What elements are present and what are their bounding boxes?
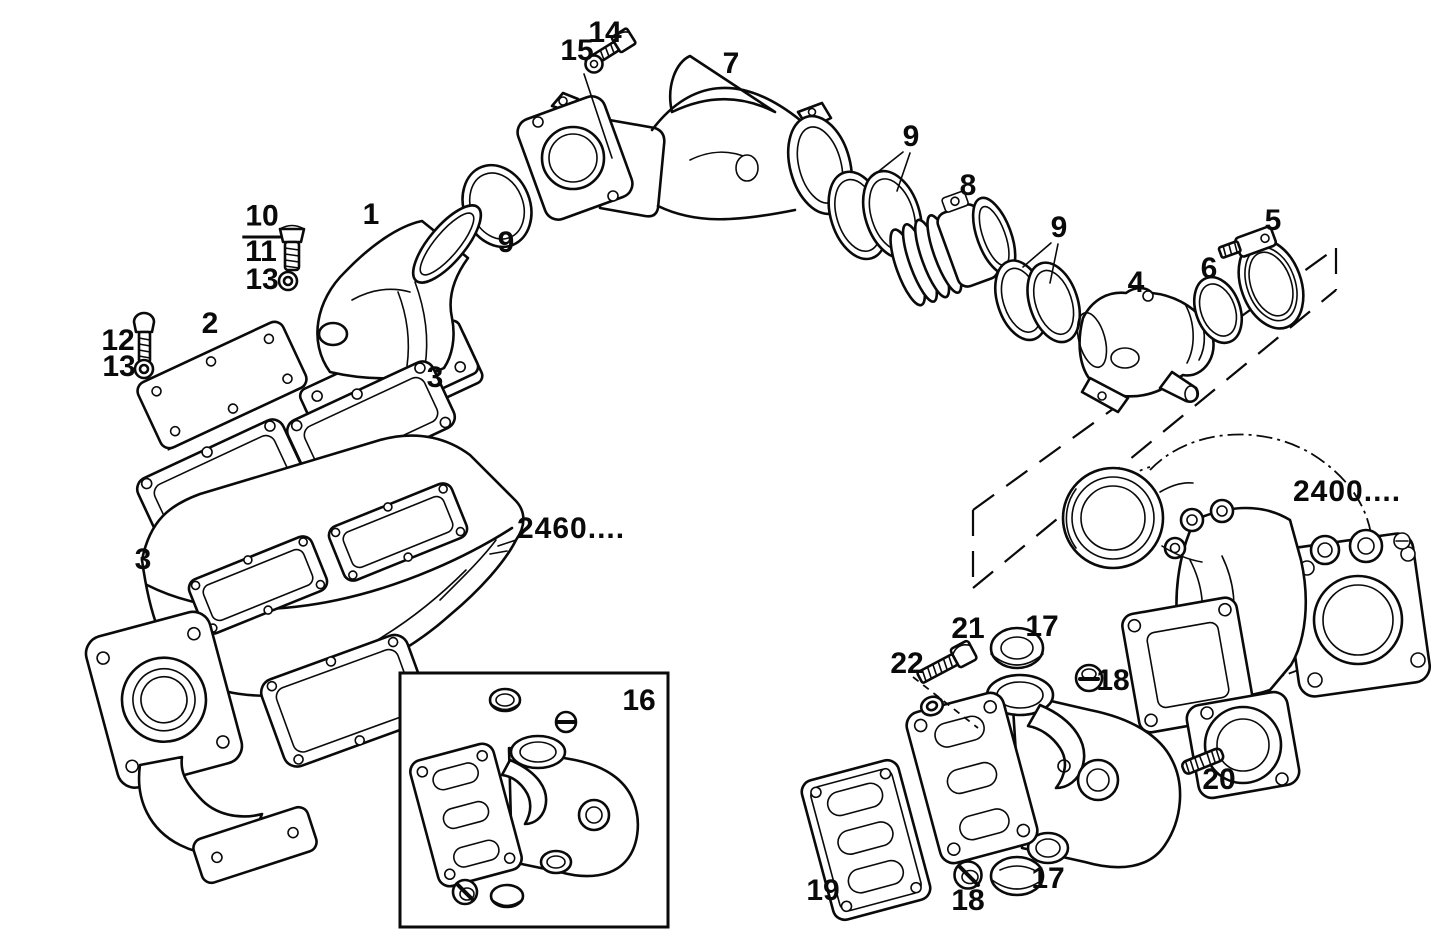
inset-box-16	[398, 671, 670, 929]
stud-20	[1181, 747, 1225, 775]
plug-18a	[1074, 663, 1104, 693]
bolt-12	[132, 311, 156, 364]
screw-18b	[953, 860, 983, 890]
washer-13b	[133, 358, 155, 380]
inset-cap	[489, 883, 525, 909]
washer-22	[919, 695, 945, 717]
inset-riser-elbow	[409, 734, 640, 888]
inset-ring-seal	[488, 687, 522, 713]
inset-screw	[451, 878, 479, 906]
washer-15	[584, 54, 604, 74]
leader-lines-9b	[868, 151, 911, 192]
bolt-14	[584, 27, 637, 69]
riser-elbow-assembly	[905, 673, 1182, 869]
turbocharger-2400	[1061, 433, 1432, 800]
inset-plug	[554, 710, 578, 734]
leader-line-22	[912, 676, 979, 729]
part-5-hose-clamp	[1217, 225, 1305, 330]
part-6-o-ring	[1192, 275, 1244, 345]
leader-lines-9c	[1022, 242, 1059, 284]
o-rings-9c	[993, 259, 1082, 344]
part-4-hose-elbow	[1076, 286, 1215, 414]
bolt-21	[916, 639, 978, 684]
gasket-19	[800, 758, 932, 922]
part-2-cover-plate	[136, 320, 308, 451]
cap-17b	[989, 855, 1045, 897]
ring-17a	[989, 626, 1045, 670]
part-7-exhaust-pipe	[516, 54, 854, 221]
bolt-10-11	[278, 224, 306, 272]
leader-line-15	[583, 73, 613, 159]
washer-13a	[277, 270, 299, 292]
o-rings-9b	[827, 169, 923, 261]
manifold-2460	[84, 434, 525, 885]
part-8-bellows-connector	[889, 190, 1017, 307]
